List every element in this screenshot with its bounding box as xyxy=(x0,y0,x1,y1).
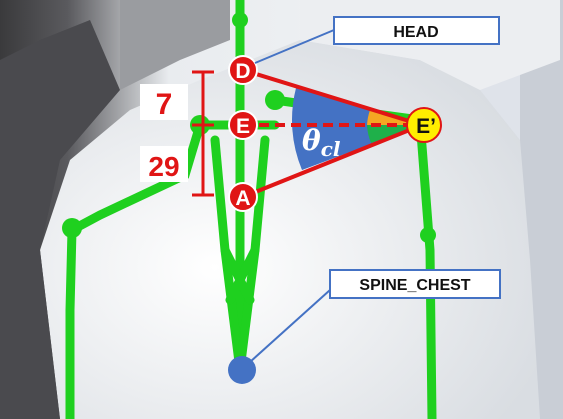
joint-e-prime-label: E’ xyxy=(416,115,436,138)
joint-a: A xyxy=(229,183,257,211)
joint-e-label: E xyxy=(236,115,250,138)
head-callout-label: HEAD xyxy=(393,24,438,41)
joint-d: D xyxy=(229,56,257,84)
joint-d-label: D xyxy=(235,60,250,83)
joint-right-elbow xyxy=(420,227,436,243)
joint-e-prime: E’ xyxy=(407,108,441,142)
joint-left-elbow xyxy=(62,218,82,238)
joint-e: E xyxy=(229,111,257,139)
measurement-lower-value: 29 xyxy=(148,151,179,182)
measurement-upper-value: 7 xyxy=(156,88,173,121)
joint-a-label: A xyxy=(235,187,250,210)
joint-right-shoulder xyxy=(265,90,285,110)
joint-neck-upper xyxy=(232,12,248,28)
spine-chest-callout-label: SPINE_CHEST xyxy=(359,277,470,294)
